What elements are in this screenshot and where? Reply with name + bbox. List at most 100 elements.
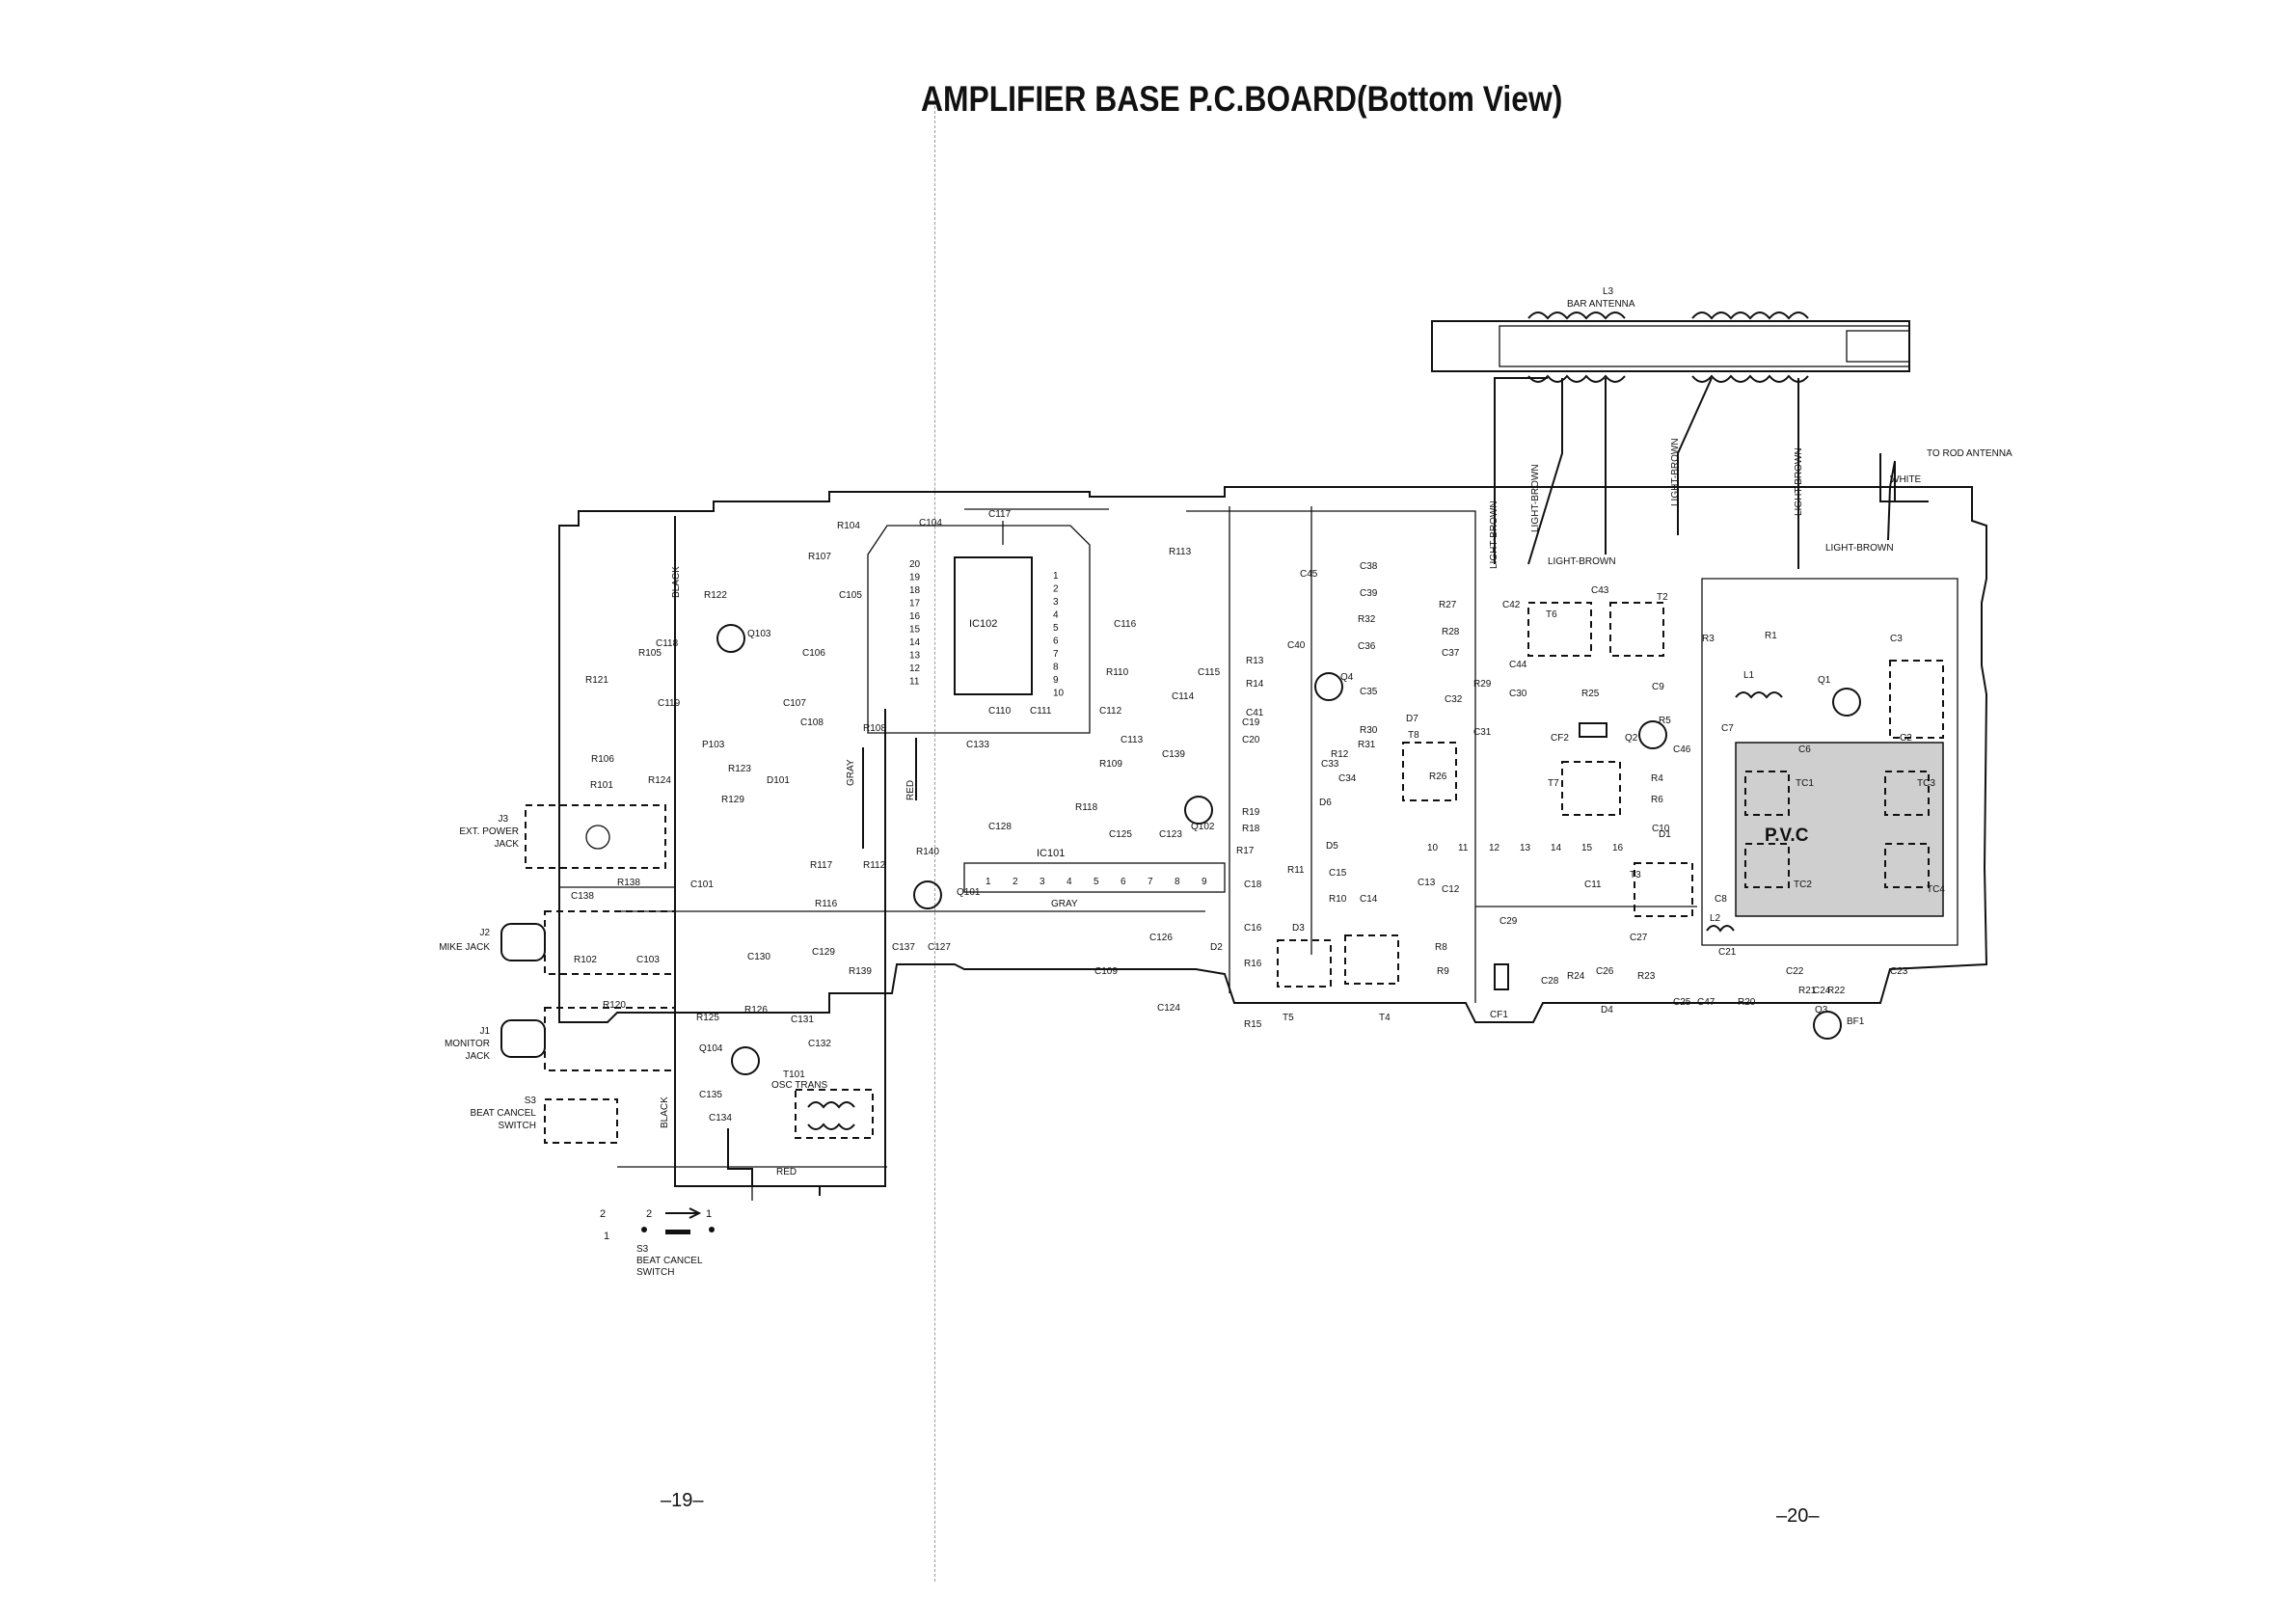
- j1-name: MONITOR: [445, 1039, 490, 1049]
- part-t3: T3: [1630, 870, 1641, 880]
- part-r17: R17: [1236, 846, 1255, 856]
- part-c106: C106: [802, 648, 825, 659]
- part-c13: C13: [1418, 878, 1436, 888]
- part-c30: C30: [1509, 689, 1527, 699]
- t2-outline: [1609, 602, 1664, 657]
- part-q1: Q1: [1818, 675, 1831, 686]
- part-r16: R16: [1244, 959, 1262, 969]
- ic102-ref: IC102: [969, 618, 997, 630]
- part-c22: C22: [1786, 966, 1804, 977]
- part-c2: C2: [1900, 733, 1912, 744]
- antenna-rod-end: [1846, 330, 1910, 363]
- ic102-pin-16: 16: [909, 611, 921, 622]
- ic101-pin-5: 5: [1094, 877, 1099, 887]
- part-tc2: TC2: [1794, 880, 1812, 890]
- ic101-pin-9: 9: [1202, 877, 1207, 887]
- trace-black-2: [727, 1128, 753, 1186]
- ic101-body: [963, 862, 1226, 893]
- part-q103: Q103: [747, 629, 771, 639]
- ic102-pin-5: 5: [1053, 623, 1059, 634]
- ic101-pin-6: 6: [1121, 877, 1126, 887]
- part-r113: R113: [1169, 547, 1192, 557]
- ic102-pin-7: 7: [1053, 649, 1059, 660]
- signal-point-11: 11: [1458, 843, 1469, 853]
- sw-pin-a: 2: [600, 1208, 606, 1220]
- antenna-coil-b: [1691, 311, 1809, 320]
- ic102-pin-11: 11: [909, 677, 920, 688]
- part-c131: C131: [791, 1015, 814, 1025]
- tuner-outline: [1701, 578, 1958, 946]
- s3-outline: [544, 1098, 618, 1144]
- part-c101: C101: [690, 880, 714, 890]
- rod-lead: [1879, 453, 1929, 502]
- ic102-pin-1: 1: [1053, 571, 1059, 582]
- q101-symbol: [913, 880, 942, 909]
- part-c115: C115: [1198, 667, 1221, 678]
- wire-label-lb-3: LIGHT-BROWN: [1670, 438, 1681, 506]
- j1-ref: J1: [479, 1026, 490, 1037]
- part-r18: R18: [1242, 824, 1260, 834]
- l2-coil: [1706, 925, 1735, 933]
- s3-name: BEAT CANCEL: [470, 1108, 536, 1119]
- board-outline: [558, 486, 1988, 1023]
- c2-coil-outline: [1889, 660, 1944, 739]
- j2-ref: J2: [479, 928, 490, 938]
- part-r129: R129: [721, 795, 744, 805]
- ic102-pin-18: 18: [909, 585, 921, 596]
- part-c35: C35: [1360, 687, 1378, 697]
- t101-coil-top: [807, 1101, 855, 1109]
- part-r101: R101: [590, 780, 613, 791]
- part-c128: C128: [988, 822, 1012, 832]
- part-c40: C40: [1287, 640, 1306, 651]
- part-c129: C129: [812, 947, 835, 958]
- part-r20: R20: [1738, 997, 1756, 1008]
- part-r125: R125: [696, 1013, 719, 1023]
- part-c23: C23: [1890, 966, 1908, 977]
- part-t8: T8: [1408, 730, 1419, 741]
- part-l2: L2: [1710, 913, 1721, 924]
- part-c44: C44: [1509, 660, 1527, 670]
- part-d1: D1: [1659, 829, 1671, 840]
- part-r139: R139: [849, 966, 872, 977]
- part-d2: D2: [1210, 942, 1223, 953]
- part-r29: R29: [1473, 679, 1492, 690]
- wire-gray-2: GRAY: [1051, 899, 1078, 909]
- part-c9: C9: [1652, 682, 1664, 692]
- part-c6: C6: [1798, 744, 1811, 755]
- page-title: AMPLIFIER BASE P.C.BOARD(Bottom View): [921, 79, 1563, 119]
- wire-label-lb-1: LIGHT-BROWN: [1489, 501, 1499, 569]
- part-c19: C19: [1242, 717, 1260, 728]
- q102-symbol: [1184, 796, 1213, 825]
- ic102-pin-3: 3: [1053, 597, 1059, 608]
- transistors: [716, 624, 1861, 1075]
- part-c108: C108: [800, 717, 824, 728]
- part-c126: C126: [1149, 933, 1173, 943]
- t3-outline: [1634, 862, 1693, 917]
- j3-hole: [585, 825, 610, 850]
- part-r28: R28: [1442, 627, 1460, 637]
- part-tc3: TC3: [1917, 778, 1935, 789]
- antenna-labels: L3 BAR ANTENNA TO ROD ANTENNA WHITE LIGH…: [1489, 286, 2012, 569]
- part-cf2: CF2: [1551, 733, 1569, 744]
- part-q3: Q3: [1815, 1005, 1828, 1015]
- part-c28: C28: [1541, 976, 1559, 987]
- wire-gray-1: GRAY: [846, 759, 856, 786]
- part-r6: R6: [1651, 795, 1663, 805]
- part-c124: C124: [1157, 1003, 1180, 1014]
- part-r10: R10: [1329, 894, 1347, 905]
- part-r19: R19: [1242, 807, 1260, 818]
- j2-name: MIKE JACK: [439, 942, 490, 953]
- wire-label-lb-2: LIGHT-BROWN: [1530, 464, 1541, 532]
- sw-dot-1: [641, 1227, 647, 1232]
- ic102-pin-17: 17: [909, 599, 921, 609]
- ic101-pin-3: 3: [1040, 877, 1045, 887]
- j1-plug: [500, 1019, 546, 1058]
- part-q2: Q2: [1625, 733, 1638, 744]
- if-transformers: [1277, 602, 1944, 990]
- part-c116: C116: [1114, 619, 1137, 630]
- j3-ref: J3: [498, 814, 508, 825]
- t8-outline: [1402, 742, 1457, 801]
- sw-label-1: S3: [636, 1244, 649, 1255]
- ic102-pin-20: 20: [909, 559, 921, 570]
